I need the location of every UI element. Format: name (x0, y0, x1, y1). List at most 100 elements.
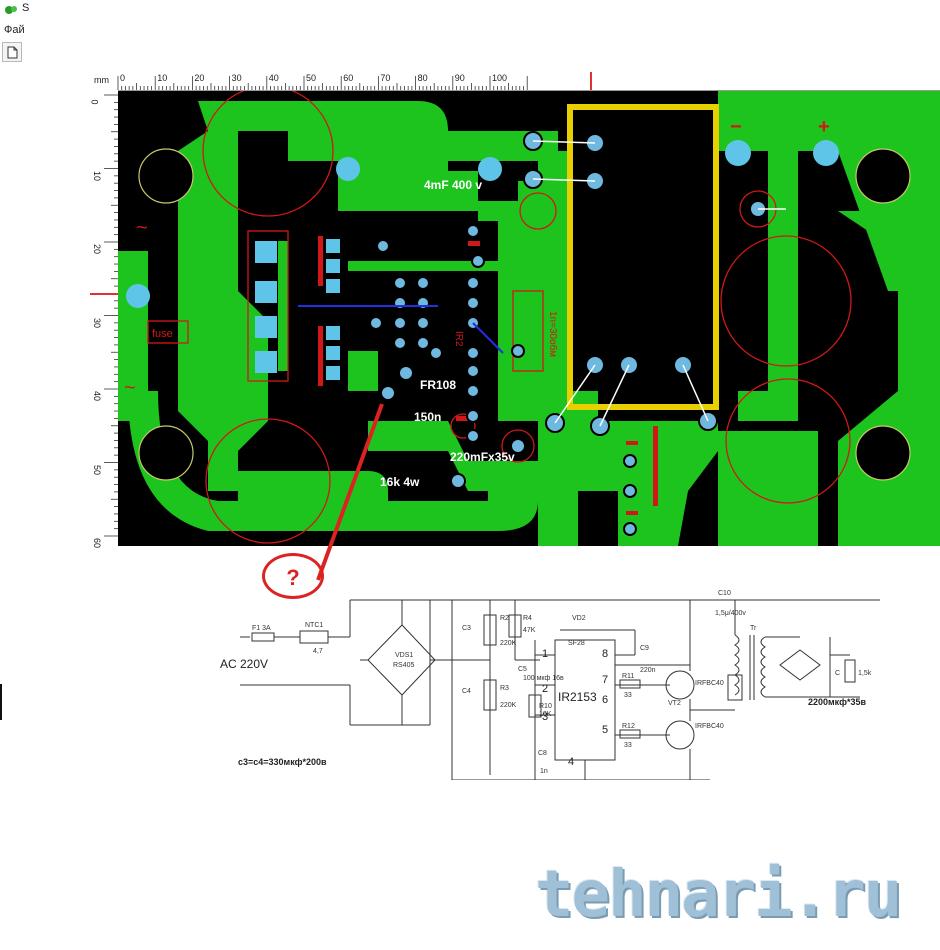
label-minus: − (730, 116, 742, 138)
c8-label: C8 (538, 750, 547, 757)
r12-label: R12 (622, 723, 635, 730)
r10-label: R10 (539, 703, 552, 710)
wire-links (532, 140, 786, 427)
output-cap-label: 2200мкф*35в (808, 697, 866, 707)
out-r-label: 1,5k (858, 670, 872, 677)
r3-value: 220K (500, 702, 517, 709)
ruler-top-ticks (117, 76, 528, 90)
c10-value: 1,5μ/400v (715, 610, 746, 617)
r2-value: 220K (500, 640, 517, 647)
pcb-labels: 4mF 400 v FR108 150n 220mFx35v 16k 4w (380, 178, 515, 489)
c9-value: 220n (640, 667, 656, 674)
jumper-wires (298, 305, 504, 354)
cursor-marker-x (590, 72, 592, 90)
ac-symbol-top: ~ (136, 217, 148, 239)
r4-value: 47K (523, 627, 536, 634)
r10-value: 10K (539, 711, 552, 718)
vt1-label: IRFBC40 (695, 680, 724, 687)
pin-6: 6 (602, 694, 608, 706)
label-16k: 16k 4w (380, 475, 420, 489)
menu-file[interactable]: Фай (4, 24, 25, 36)
window-edge (0, 684, 2, 720)
r12-value: 33 (624, 742, 632, 749)
vt1-ref: VT2 (668, 700, 681, 707)
new-file-button[interactable] (2, 42, 22, 62)
vt2-label: IRFBC40 (695, 723, 724, 730)
vd2-label: VD2 (572, 615, 586, 622)
ruler-x-tick: 100 (492, 73, 508, 83)
ruler-x-tick: 50 (306, 73, 317, 83)
transformer-outline (567, 104, 719, 410)
cursor-marker-y (90, 293, 118, 295)
out-c-label: C (835, 670, 840, 677)
c10-label: C10 (718, 590, 731, 597)
component-pads (126, 140, 839, 380)
c5-value: 100 мкф 16в (523, 675, 564, 682)
ruler-x-tick: 80 (417, 73, 428, 83)
ntc-value: 4,7 (313, 648, 323, 655)
app-logo-icon (4, 3, 18, 17)
window-title: S (22, 2, 30, 14)
ruler-x-tick: 10 (157, 73, 168, 83)
ruler-y-tick: 0 (89, 99, 100, 105)
ruler-x-tick: 90 (454, 73, 465, 83)
pin-3: 3 (542, 711, 548, 723)
pcb-layout[interactable]: 4mF 400 v FR108 150n 220mFx35v 16k 4w fu… (118, 91, 940, 546)
c5-label: C5 (518, 666, 527, 673)
r3-label: R3 (500, 685, 509, 692)
bridge-symbol (367, 624, 436, 696)
ruler-y-tick: 50 (92, 464, 103, 475)
tr-label: Tr (750, 625, 757, 632)
label-fr108: FR108 (420, 378, 456, 392)
fuse-symbol (251, 632, 275, 642)
pin-4: 4 (568, 756, 574, 768)
ruler-y-tick: 30 (92, 317, 103, 328)
label-4mf: 4mF 400 v (424, 178, 482, 192)
schematic-labels: F1 3A NTC1 4,7 VDS1 RS405 C3 C4 R2 220K … (252, 590, 872, 775)
ac-symbol-bottom: ~ (124, 377, 136, 399)
ruler-y-tick: 40 (92, 390, 103, 402)
pin-2: 2 (542, 683, 548, 695)
schematic-wires (240, 599, 880, 780)
r11-label: R11 (622, 673, 634, 680)
pin-7: 7 (602, 674, 608, 686)
label-fuse: fuse (152, 328, 173, 340)
ntc-symbol (299, 630, 329, 644)
bridge-label: VDS1 (395, 652, 413, 659)
label-ir: IR2 (453, 331, 464, 347)
label-plus: + (818, 116, 830, 138)
ruler-x-tick: 60 (343, 73, 354, 83)
label-transformer: 1n=30обм (547, 311, 559, 357)
silk-components (318, 236, 658, 515)
ruler-x-tick: 70 (380, 73, 391, 83)
ruler-x-tick: 20 (194, 73, 205, 83)
ruler-x-tick: 40 (268, 73, 279, 83)
ruler-y-tick: 20 (92, 243, 103, 255)
bridge-part: RS405 (393, 662, 415, 669)
c3-c4-note: с3=с4=330мкф*200в (238, 757, 327, 767)
callout-arrow (316, 403, 384, 581)
app-chrome: S Фай (0, 0, 90, 70)
c8-value: 1n (540, 768, 548, 775)
r11-value: 33 (624, 692, 632, 699)
ac-label: AC 220V (220, 657, 268, 671)
ic-label: IR2153 (558, 690, 597, 704)
ruler-vertical: 0 10 20 30 40 50 60 (89, 90, 119, 549)
c3-label: C3 (462, 625, 471, 632)
pin-5: 5 (602, 724, 608, 736)
silkscreen (147, 91, 852, 544)
mounting-holes (138, 148, 911, 481)
ruler-unit: mm (94, 75, 109, 85)
r2-label: R2 (500, 615, 509, 622)
fuse-label: F1 3A (252, 625, 271, 632)
c9-label: C9 (640, 645, 649, 652)
ruler-y-tick: 60 (92, 537, 103, 549)
c4-label: C4 (462, 688, 471, 695)
ruler-x-tick: 30 (231, 73, 242, 83)
copper-fills (118, 91, 940, 546)
pin-1: 1 (542, 648, 548, 660)
silk-labels: fuse IR2 1n=30обм − + ~ ~ (124, 116, 830, 399)
vd2-part: SF28 (568, 640, 585, 647)
ruler-y-tick: 10 (92, 170, 103, 181)
